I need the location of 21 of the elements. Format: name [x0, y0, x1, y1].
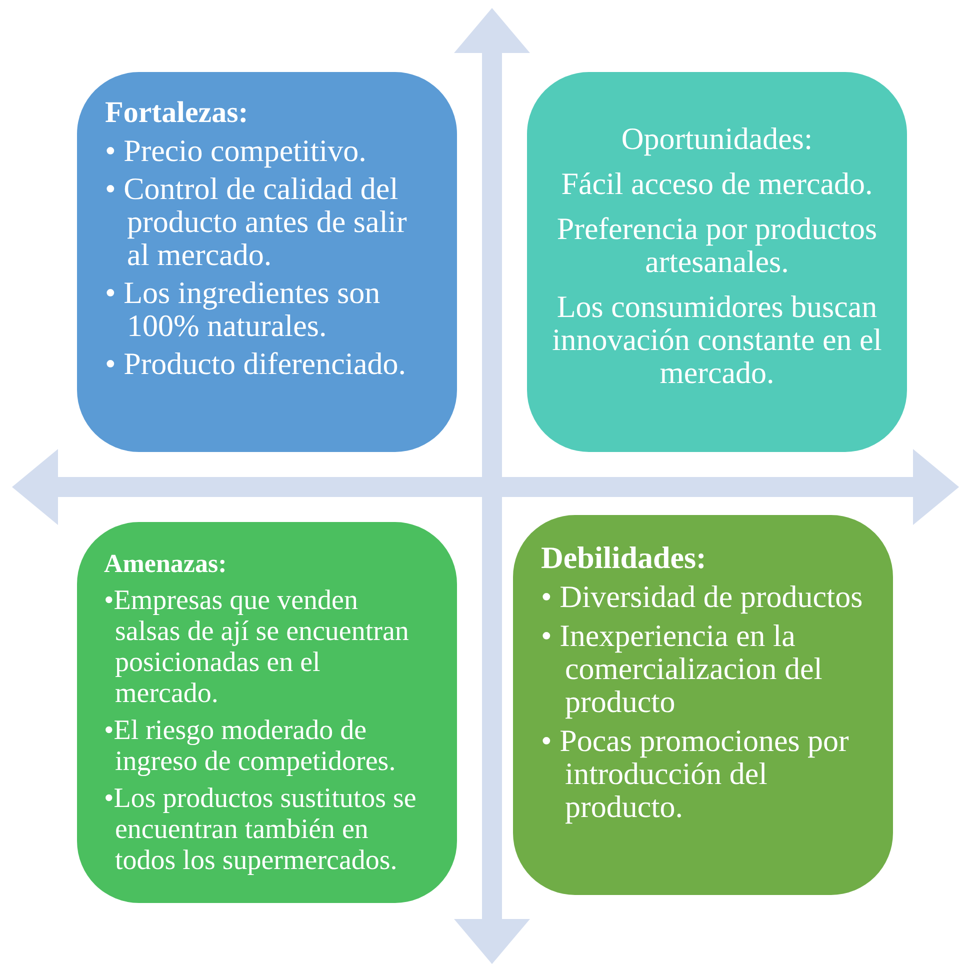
bullet-item: •Los productos sustitutos se encuentran también en todos los supermercados. — [104, 783, 418, 876]
quadrant-card — [527, 72, 907, 452]
quadrant-card — [77, 522, 457, 903]
bullet-item: •Empresas que venden salsas de ají se encuentran posicionadas en el mercado. — [104, 585, 410, 709]
bullet-item: • Los ingredientes son 100% naturales. — [105, 276, 382, 342]
bullet-item: • Inexperiencia en la comercializacion del producto — [541, 619, 824, 718]
quadrant-card — [77, 72, 457, 452]
card-text: Fácil acceso de mercado. — [560, 167, 874, 200]
quadrant-card — [513, 515, 893, 895]
card-heading: Oportunidades: — [620, 122, 814, 155]
card-heading: Fortalezas: — [105, 96, 250, 129]
bullet-item: • Control de calidad del producto antes de salir al mercado. — [105, 172, 408, 271]
card-heading: Debilidades: — [541, 541, 708, 574]
bullet-item: • Producto diferenciado. — [105, 347, 407, 380]
bullet-item: • Pocas promociones por introducción del producto. — [541, 724, 850, 823]
card-heading: Amenazas: — [104, 548, 228, 579]
bullet-item: •El riesgo moderado de ingreso de competidores. — [104, 715, 397, 777]
card-text: Preferencia por productos artesanales. — [556, 212, 878, 278]
card-text: Los consumidores buscan innovación constante en el mercado. — [551, 290, 883, 389]
bullet-item: • Precio competitivo. — [105, 134, 368, 167]
bullet-item: • Diversidad de productos — [541, 580, 864, 613]
